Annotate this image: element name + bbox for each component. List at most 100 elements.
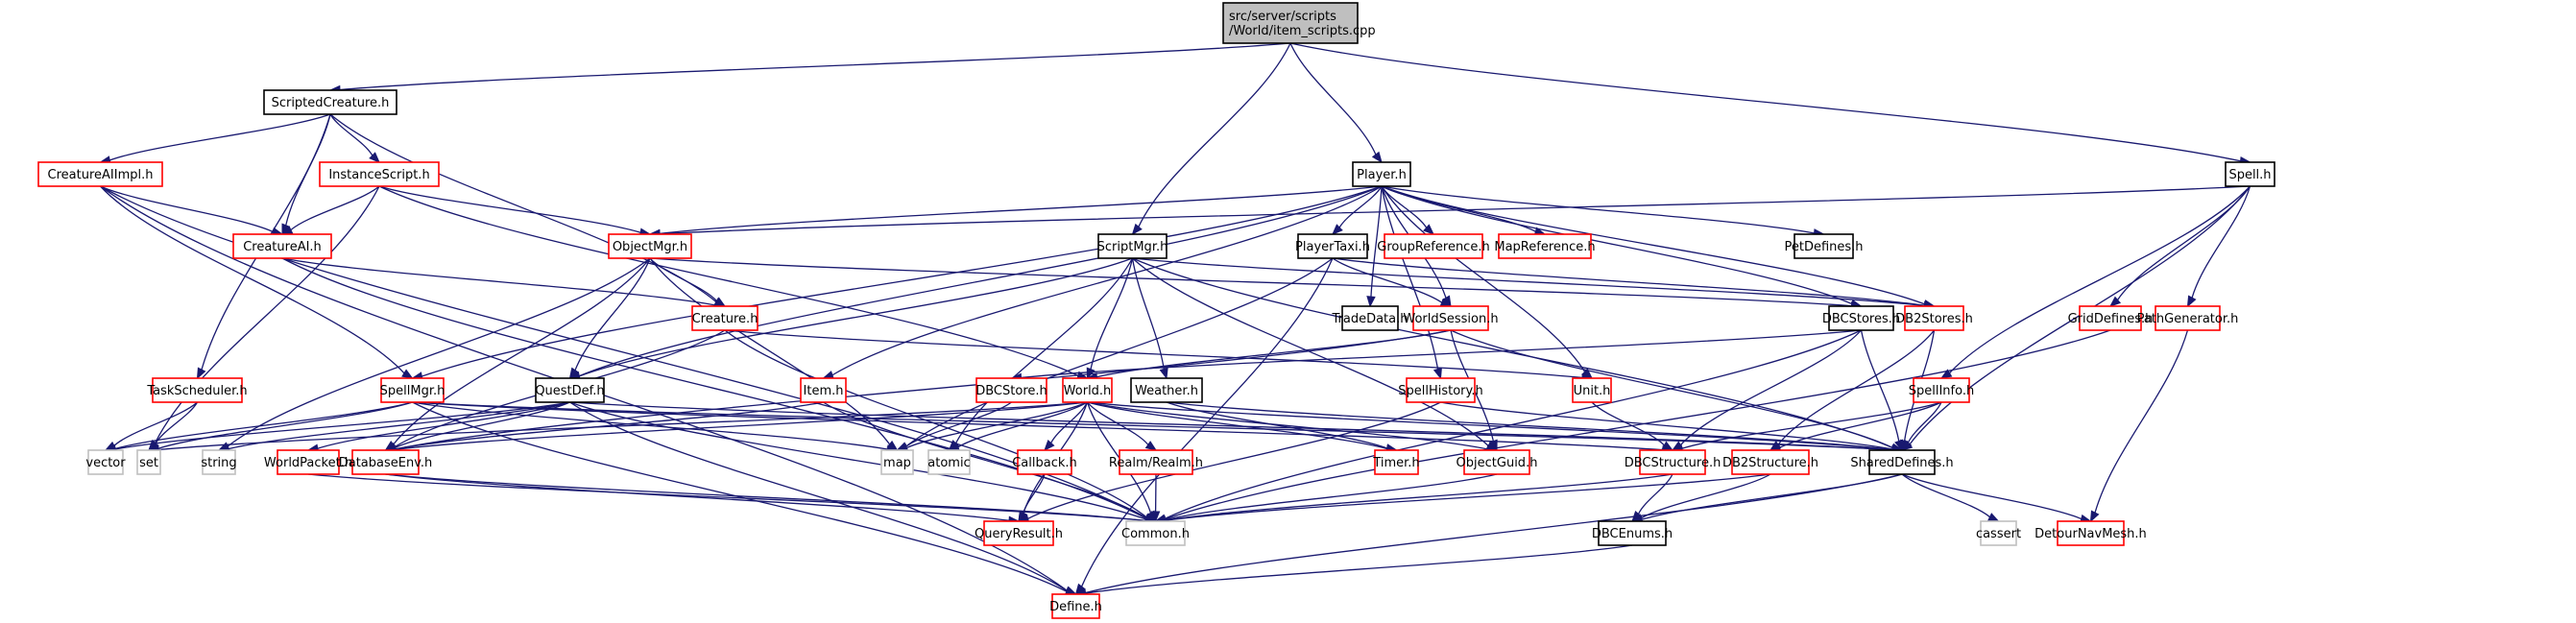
node-callback[interactable]: Callback.h <box>1012 449 1077 475</box>
edge-DBCStructure-to-Common <box>1165 473 1673 521</box>
node-db2stores[interactable]: DB2Stores.h <box>1895 305 1973 331</box>
nodes-layer: src/server/scripts/World/item_scripts.cp… <box>37 2 2275 619</box>
edge-SpellInfo-to-DBCStructure <box>1681 401 1942 449</box>
node-box <box>1125 520 1186 546</box>
node-objectguid[interactable]: ObjectGuid.h <box>1457 449 1538 475</box>
node-instancescript[interactable]: InstanceScript.h <box>319 161 440 187</box>
node-objectmgr[interactable]: ObjectMgr.h <box>608 233 692 259</box>
node-box <box>1341 305 1399 331</box>
edge-InstanceScript-to-ObjectMgr <box>378 185 641 233</box>
node-taskscheduler[interactable]: TaskScheduler.h <box>146 377 248 403</box>
node-mapreference[interactable]: MapReference.h <box>1494 233 1596 259</box>
node-dbcstructure[interactable]: DBCStructure.h <box>1625 449 1721 475</box>
edge-CreatureAIImpl-to-SpellMgr <box>100 185 405 374</box>
node-box <box>380 377 445 403</box>
node-dbcstore[interactable]: DBCStore.h <box>975 377 1047 403</box>
edge-World-to-DatabaseEnv <box>395 401 1088 450</box>
node-box <box>1913 377 1970 403</box>
edge-GridDefines-to-Common <box>1165 329 2111 520</box>
edge-ScriptMgr-to-World <box>1090 257 1134 370</box>
node-define[interactable]: Define.h <box>1049 593 1102 619</box>
node-detournavmesh[interactable]: DetourNavMesh.h <box>2034 520 2147 546</box>
node-db2structure[interactable]: DB2Structure.h <box>1722 449 1818 475</box>
node-dbcenums[interactable]: DBCEnums.h <box>1592 520 1673 546</box>
node-map: map <box>880 449 914 475</box>
node-box <box>1406 377 1476 403</box>
edge-QuestDef-to-WorldPacket <box>317 401 570 449</box>
node-label: SpellHistory.h <box>1398 384 1483 398</box>
node-root[interactable]: src/server/scripts/World/item_scripts.cp… <box>1222 2 1376 44</box>
node-dbcstores[interactable]: DBCStores.h <box>1822 305 1900 331</box>
node-creature[interactable]: Creature.h <box>691 305 758 331</box>
node-box <box>87 449 124 475</box>
node-realm[interactable]: Realm/Realm.h <box>1109 449 1203 475</box>
edge-CreatureAIImpl-to-CreatureAI <box>100 185 274 233</box>
node-worldpacket[interactable]: WorldPacket.h <box>264 449 352 475</box>
node-box <box>1572 377 1612 403</box>
node-label: TaskScheduler.h <box>146 384 247 398</box>
node-world[interactable]: World.h <box>1062 377 1113 403</box>
node-box <box>1222 2 1359 44</box>
node-label: SpellInfo.h <box>1909 384 1974 398</box>
edge-Callback-to-QueryResult <box>1023 473 1046 514</box>
edge-Player-to-PlayerTaxi <box>1338 185 1383 228</box>
node-playertaxi[interactable]: PlayerTaxi.h <box>1295 233 1370 259</box>
node-groupreference[interactable]: GroupReference.h <box>1377 233 1490 259</box>
node-questdef[interactable]: QuestDef.h <box>535 377 605 403</box>
edge-ScriptMgr-to-Weather <box>1131 257 1165 370</box>
node-queryresult[interactable]: QueryResult.h <box>975 520 1063 546</box>
edge-SpellHistory-to-QueryResult <box>1027 401 1441 519</box>
node-spellmgr[interactable]: SpellMgr.h <box>380 377 445 403</box>
node-box <box>1119 449 1193 475</box>
node-player[interactable]: Player.h <box>1352 161 1411 187</box>
node-unit[interactable]: Unit.h <box>1572 377 1612 403</box>
node-box <box>1598 520 1667 546</box>
edge-SpellMgr-to-DBCStructure <box>412 401 1664 451</box>
node-box <box>1731 449 1810 475</box>
arrowhead-PathGenerator <box>2186 295 2197 308</box>
node-label: World.h <box>1064 384 1112 398</box>
node-box <box>2057 520 2125 546</box>
node-spellinfo[interactable]: SpellInfo.h <box>1909 377 1974 403</box>
node-tradedata[interactable]: TradeData.h <box>1331 305 1408 331</box>
node-scriptedcreature[interactable]: ScriptedCreature.h <box>263 89 397 115</box>
edge-SharedDefines-to-DBCEnums <box>1641 473 1903 520</box>
node-box <box>1498 233 1592 259</box>
arrowhead-PlayerTaxi <box>1332 224 1343 235</box>
edge-QuestDef-to-Common <box>569 401 1146 520</box>
node-pathgenerator[interactable]: PathGenerator.h <box>2137 305 2239 331</box>
arrowhead-ScriptMgr <box>1131 223 1143 236</box>
node-spell[interactable]: Spell.h <box>2225 161 2275 187</box>
arrowhead-SpellHistory <box>1432 367 1442 380</box>
edge-DatabaseEnv-to-QueryResult <box>385 473 1010 521</box>
node-box <box>2155 305 2221 331</box>
node-petdefines[interactable]: PetDefines.h <box>1784 233 1864 259</box>
node-item[interactable]: Item.h <box>800 377 847 403</box>
node-worldsession[interactable]: WorldSession.h <box>1403 305 1499 331</box>
node-weather[interactable]: Weather.h <box>1130 377 1203 403</box>
edge-Unit-to-DBCStructure <box>1591 401 1665 446</box>
node-scriptmgr[interactable]: ScriptMgr.h <box>1097 233 1168 259</box>
edge-ObjectMgr-to-DBCStores <box>649 257 1852 307</box>
node-box <box>983 520 1054 546</box>
node-creatureaiimpl[interactable]: CreatureAIImpl.h <box>37 161 163 187</box>
edge-QuestDef-to-vector <box>114 401 570 450</box>
node-box <box>800 377 847 403</box>
node-box <box>152 377 243 403</box>
node-shareddefines[interactable]: SharedDefines.h <box>1850 449 1954 475</box>
edge-Player-to-DB2Stores <box>1381 185 1925 305</box>
node-label: Realm/Realm.h <box>1109 456 1203 470</box>
edge-ScriptMgr-to-atomic <box>954 257 1134 444</box>
arrowhead-InstanceScript <box>369 152 380 163</box>
arrowhead-SpellMgr <box>401 369 414 379</box>
node-label: WorldSession.h <box>1403 312 1498 326</box>
node-databaseenv[interactable]: DatabaseEnv.h <box>339 449 433 475</box>
node-string: string <box>201 449 237 475</box>
node-spellhistory[interactable]: SpellHistory.h <box>1398 377 1483 403</box>
node-griddefines[interactable]: GridDefines.h <box>2068 305 2154 331</box>
node-box <box>1130 377 1203 403</box>
node-timer[interactable]: Timer.h <box>1372 449 1420 475</box>
arrowhead-TradeData <box>1366 296 1376 308</box>
node-creatureai[interactable]: CreatureAI.h <box>232 233 332 259</box>
edge-Spell-to-PathGenerator <box>2191 185 2251 299</box>
